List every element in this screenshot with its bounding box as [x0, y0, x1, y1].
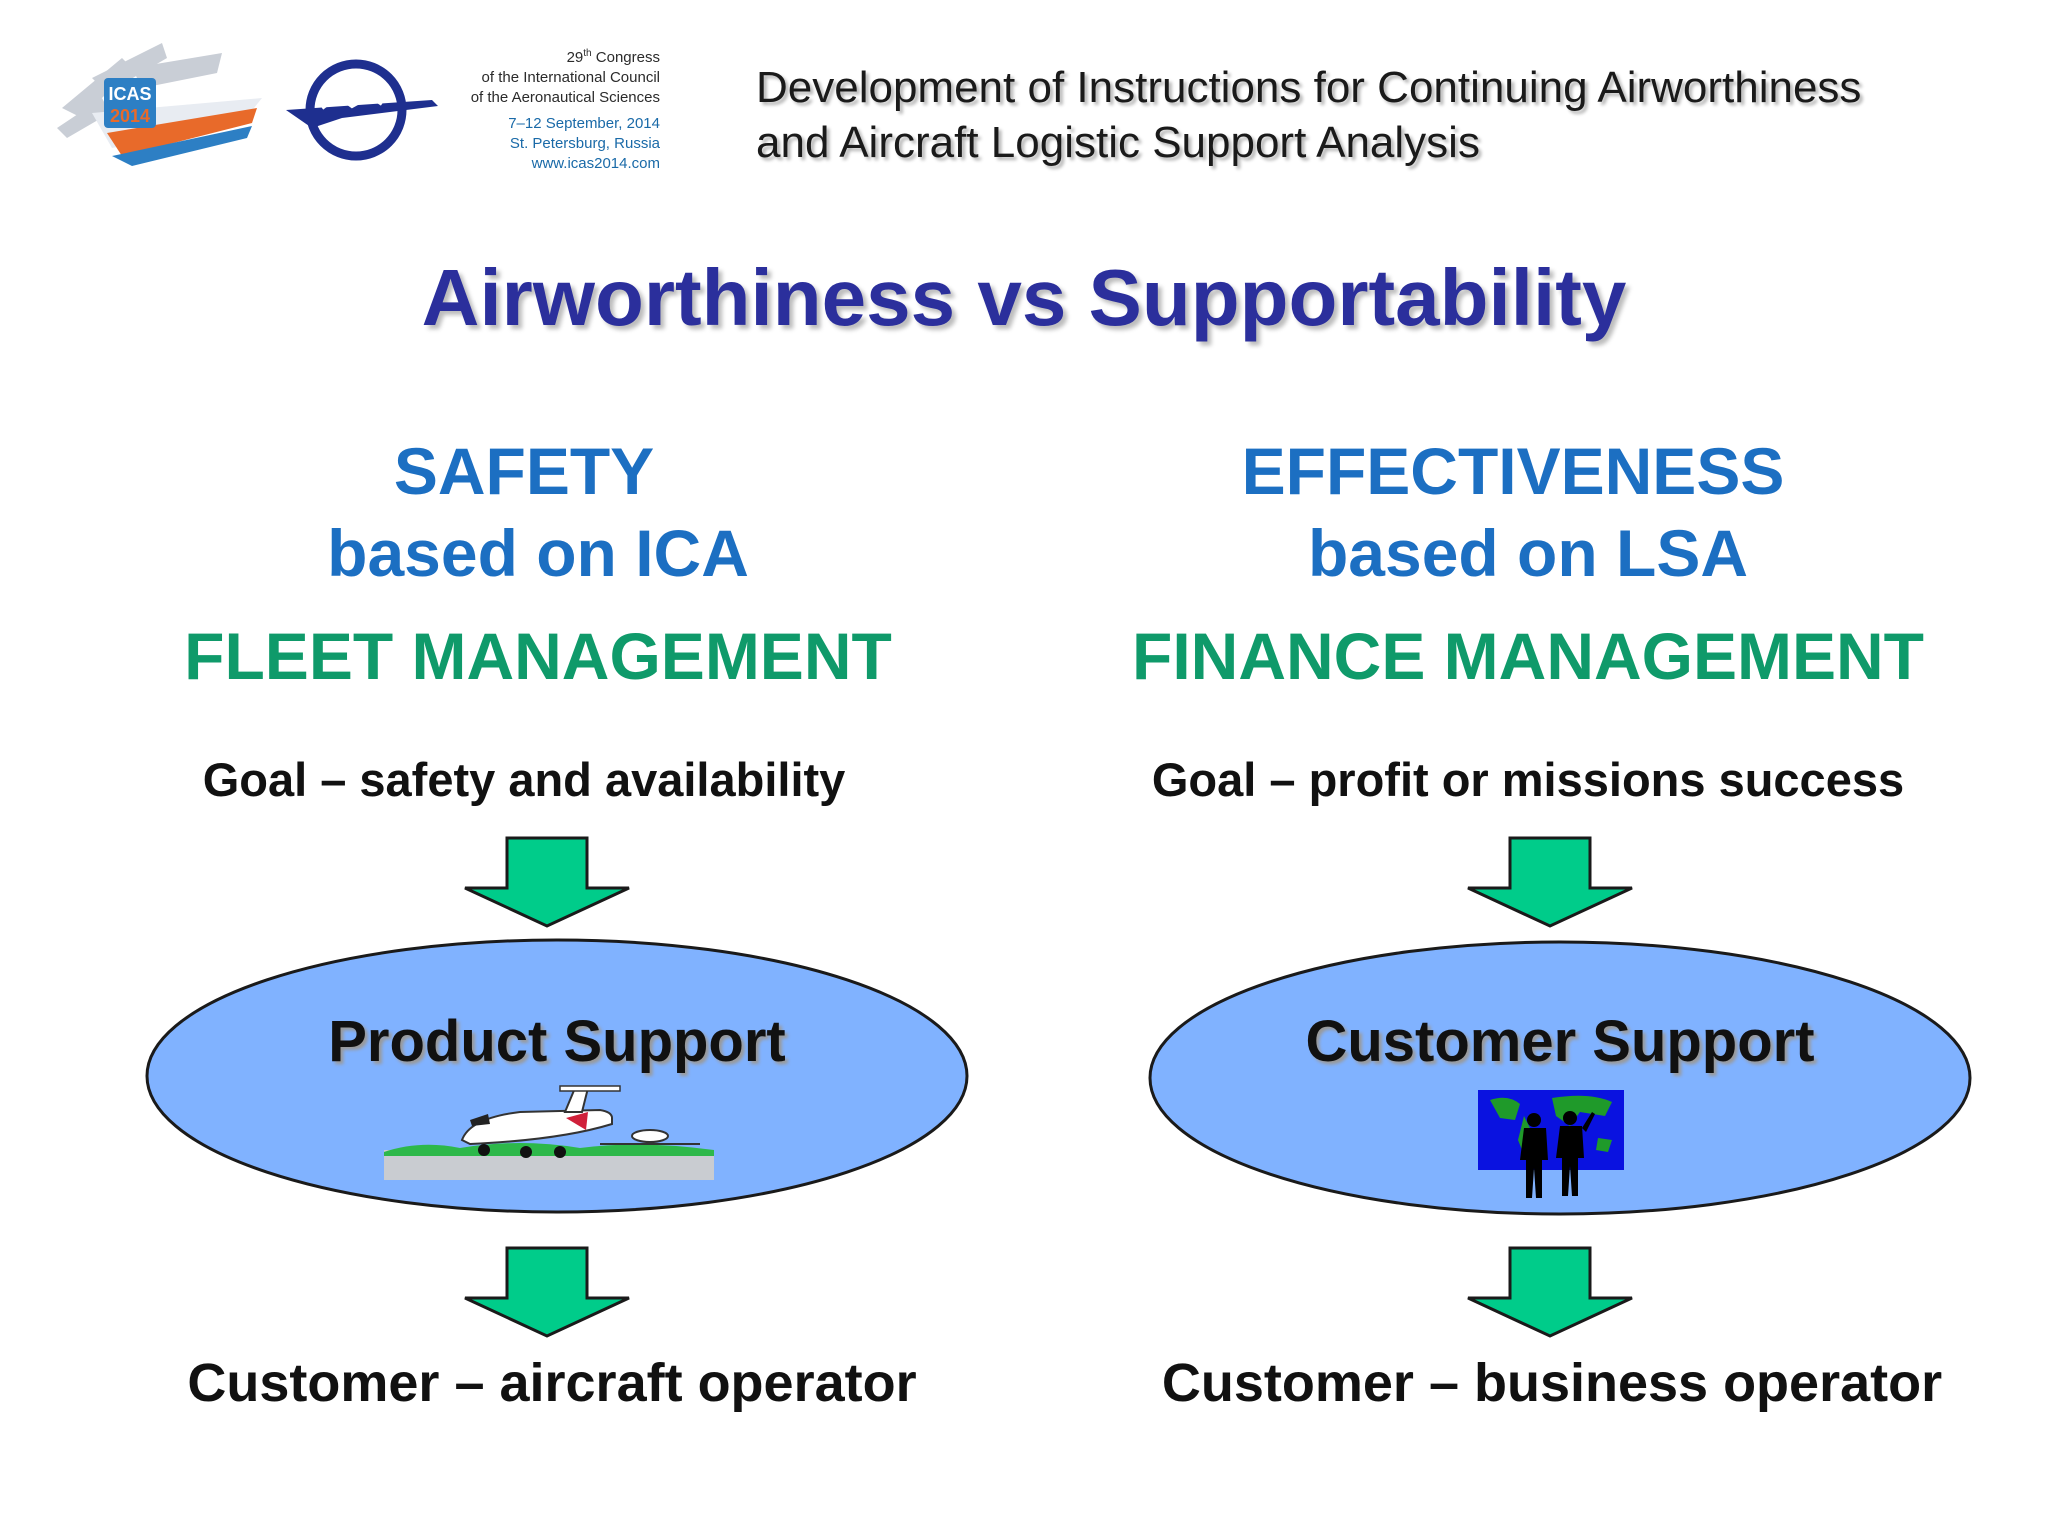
- right-down-arrow-bottom: [1466, 1246, 1634, 1338]
- header-title-line-1: Development of Instructions for Continui…: [756, 63, 1862, 112]
- world-map-people-clipart: [1478, 1090, 1624, 1198]
- congress-dates: 7–12 September, 2014: [508, 115, 660, 132]
- product-support-label: Product Support: [328, 1009, 786, 1074]
- header-title-line-2: and Aircraft Logistic Support Analysis: [756, 118, 1480, 167]
- left-goal-text: Goal – safety and availability: [202, 753, 846, 806]
- congress-city: St. Petersburg, Russia: [509, 135, 660, 152]
- right-heading-effectiveness: EFFECTIVENESS: [1241, 434, 1785, 508]
- left-heading-based-on: based on ICA: [327, 516, 749, 590]
- left-heading-block: SAFETY based on ICA: [26, 430, 1050, 594]
- right-heading-block: EFFECTIVENESS based on LSA: [1016, 430, 2040, 594]
- icas-logo-text: ICAS: [108, 84, 151, 104]
- right-heading-based-on: based on LSA: [1307, 516, 1749, 590]
- left-heading-safety: SAFETY: [393, 434, 655, 508]
- congress-line-3: of the Aeronautical Sciences: [470, 89, 660, 106]
- ank-emblem-logo: [286, 59, 438, 161]
- right-heading-management: FINANCE MANAGEMENT: [1132, 619, 1924, 693]
- right-goal-text: Goal – profit or missions success: [1151, 753, 1905, 806]
- congress-info: 29th Congress of the International Counc…: [430, 44, 660, 174]
- jet-aircraft-icon: [460, 1085, 700, 1158]
- product-support-ellipse: [145, 938, 969, 1214]
- icas-logo: ICAS 2014: [57, 43, 262, 166]
- aircraft-clipart: [384, 1085, 714, 1180]
- right-customer-text: Customer – business operator: [1161, 1353, 1943, 1413]
- congress-line-2: of the International Council: [481, 69, 660, 86]
- main-title: Airworthiness vs Supportability: [421, 253, 1627, 342]
- customer-support-label: Customer Support: [1305, 1009, 1815, 1074]
- people-silhouette-icon: [1520, 1111, 1595, 1198]
- congress-website: www.icas2014.com: [531, 155, 660, 172]
- left-down-arrow-bottom: [463, 1246, 631, 1338]
- congress-line-1: 29th Congress: [566, 48, 660, 66]
- left-customer-text: Customer – aircraft operator: [187, 1353, 917, 1413]
- right-down-arrow-top: [1466, 836, 1634, 928]
- left-down-arrow-top: [463, 836, 631, 928]
- customer-support-ellipse: [1148, 940, 1972, 1216]
- left-heading-management: FLEET MANAGEMENT: [184, 619, 892, 693]
- header-title: Development of Instructions for Continui…: [756, 60, 2016, 170]
- svg-text:2014: 2014: [110, 106, 150, 126]
